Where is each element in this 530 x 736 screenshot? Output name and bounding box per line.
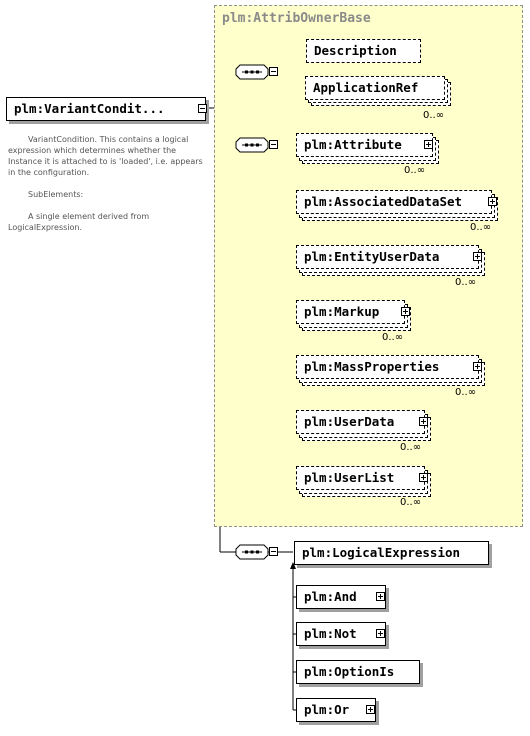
description-line: SubElements: (28, 190, 84, 199)
substitution-arrow-icon (290, 562, 296, 569)
description-element[interactable]: Description (306, 39, 421, 63)
element-label: plm:Markup (304, 304, 380, 319)
occurrence-label: 0..∞ (404, 165, 426, 176)
expand-icon[interactable] (424, 140, 433, 149)
collapse-icon[interactable] (269, 547, 278, 556)
occurrence-label: 0..∞ (455, 387, 477, 398)
expand-icon[interactable] (366, 705, 375, 714)
application-ref-element[interactable]: ApplicationRef (305, 76, 445, 100)
entity-user-data-element[interactable]: plm:EntityUserData (296, 245, 479, 269)
root-element-label: plm:VariantCondit... (14, 101, 165, 116)
not-element[interactable]: plm:Not (296, 622, 386, 646)
associated-dataset-element[interactable]: plm:AssociatedDataSet (296, 190, 492, 214)
expand-icon[interactable] (376, 629, 385, 638)
occurrence-label: 0..∞ (423, 110, 445, 121)
sequence-icon[interactable] (235, 544, 269, 560)
and-element[interactable]: plm:And (296, 585, 386, 609)
expand-icon[interactable] (473, 362, 482, 371)
user-list-element[interactable]: plm:UserList (296, 466, 425, 490)
sequence-icon[interactable] (235, 137, 269, 153)
occurrence-label: 0..∞ (400, 497, 422, 508)
occurrence-label: 0..∞ (400, 442, 422, 453)
description-line: A single element derived from LogicalExp… (8, 212, 150, 232)
occurrence-label: 0..∞ (455, 277, 477, 288)
occurrence-label: 0..∞ (382, 332, 404, 343)
user-data-element[interactable]: plm:UserData (296, 410, 425, 434)
element-label: plm:UserData (304, 414, 395, 429)
element-label: plm:Not (304, 626, 357, 641)
element-label: plm:EntityUserData (304, 249, 440, 264)
collapse-icon[interactable] (198, 104, 207, 113)
description-label: Description (314, 43, 397, 58)
element-label: plm:Or (304, 702, 350, 717)
element-label: plm:Attribute (304, 137, 402, 152)
collapse-icon[interactable] (269, 67, 278, 76)
element-label: plm:AssociatedDataSet (304, 194, 463, 209)
root-element[interactable]: plm:VariantCondit... (6, 97, 206, 121)
element-label: plm:OptionIs (304, 664, 395, 679)
expand-icon[interactable] (419, 417, 428, 426)
description-line: VariantCondition. This contains a logica… (8, 135, 203, 177)
mass-properties-element[interactable]: plm:MassProperties (296, 355, 479, 379)
or-element[interactable]: plm:Or (296, 698, 376, 722)
element-label: plm:UserList (304, 470, 395, 485)
root-description: VariantCondition. This contains a logica… (8, 134, 208, 244)
element-label: plm:MassProperties (304, 359, 440, 374)
collapse-icon[interactable] (269, 140, 278, 149)
group-title: plm:AttribOwnerBase (222, 11, 371, 26)
element-label: plm:And (304, 589, 357, 604)
expand-icon[interactable] (488, 197, 497, 206)
expand-icon[interactable] (376, 592, 385, 601)
markup-element[interactable]: plm:Markup (296, 300, 405, 324)
sequence-icon[interactable] (235, 64, 269, 80)
logical-expression-label: plm:LogicalExpression (302, 545, 461, 560)
occurrence-label: 0..∞ (470, 222, 492, 233)
logical-expression-element[interactable]: plm:LogicalExpression (294, 541, 489, 565)
attribute-element[interactable]: plm:Attribute (296, 133, 433, 157)
application-ref-label: ApplicationRef (313, 80, 419, 95)
expand-icon[interactable] (401, 307, 410, 316)
expand-icon[interactable] (473, 252, 482, 261)
option-is-element[interactable]: plm:OptionIs (296, 660, 420, 684)
expand-icon[interactable] (419, 473, 428, 482)
